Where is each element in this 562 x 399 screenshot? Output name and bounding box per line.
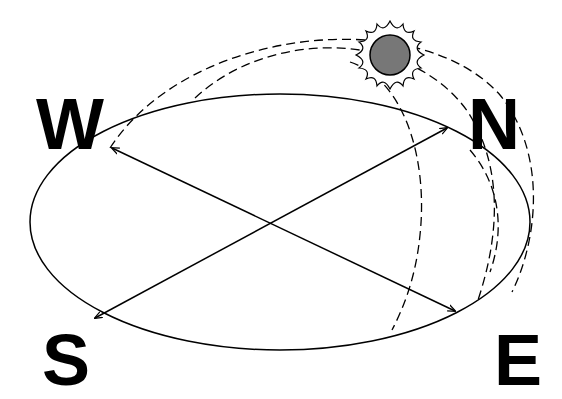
sun-path-arc [110, 39, 533, 292]
compass-label: N [468, 88, 520, 160]
horizon-ellipse [30, 94, 530, 350]
compass-label: W [36, 88, 104, 160]
sun-path-arc [195, 48, 494, 300]
sun-path-arc [470, 150, 498, 272]
sun-disc [370, 35, 410, 75]
west-east-line [112, 148, 455, 311]
south-north-line [95, 128, 447, 318]
sun-rays [356, 21, 424, 89]
sun-path-arcs [110, 39, 533, 330]
compass-label: E [494, 324, 542, 396]
sun-symbol [356, 21, 424, 89]
compass-label: S [42, 324, 90, 396]
